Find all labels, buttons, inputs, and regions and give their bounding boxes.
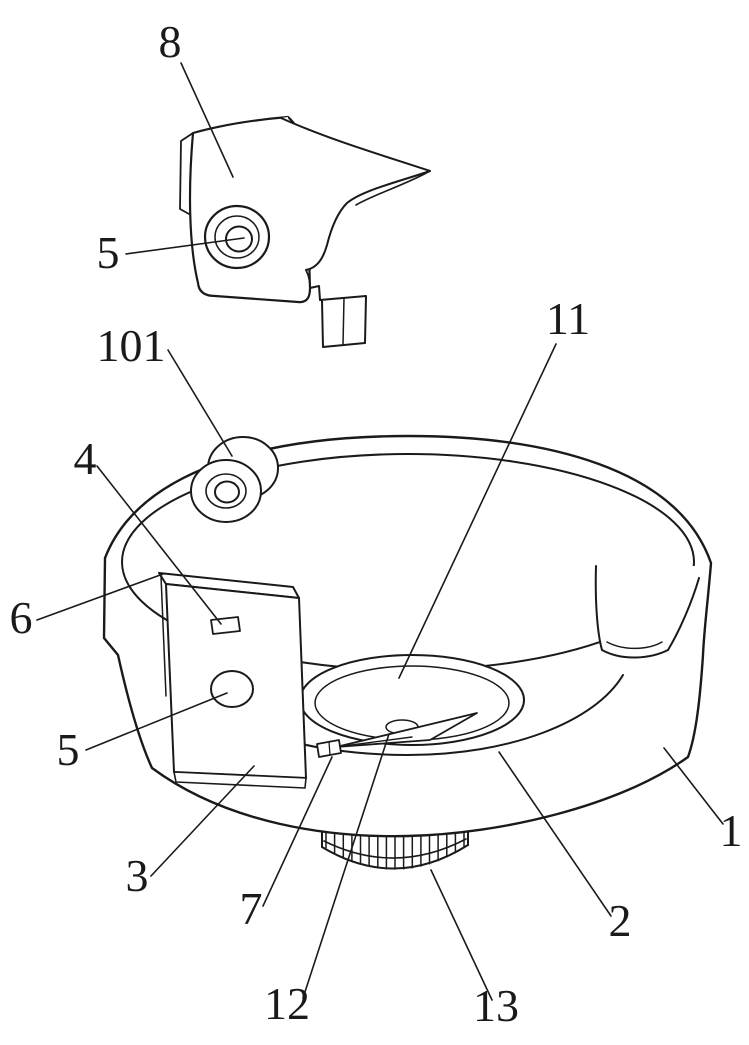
label-5-lower: 5 xyxy=(57,724,80,775)
leader-4 xyxy=(96,465,222,625)
leader-11 xyxy=(398,343,557,679)
blade-fold-line xyxy=(335,736,413,748)
roller-axle-hole xyxy=(214,480,240,504)
part-labels: 8 5 101 4 6 5 3 7 12 13 2 1 11 xyxy=(10,16,743,1031)
mount-tab-tick xyxy=(328,741,331,756)
line-drawing xyxy=(36,62,724,1001)
roller-groove-ring xyxy=(205,473,247,509)
leader-12 xyxy=(302,733,390,999)
leader-6 xyxy=(36,573,164,621)
label-6: 6 xyxy=(10,592,33,643)
rim-notch-left-edge xyxy=(594,565,603,651)
wall-seam-edge xyxy=(160,575,167,697)
bracket-wing-underside xyxy=(355,170,431,206)
leader-101 xyxy=(167,349,233,457)
leader-2 xyxy=(498,751,612,917)
gear-teeth xyxy=(325,829,465,870)
bracket-wing-outline xyxy=(280,117,431,271)
roller-wheel xyxy=(190,436,279,523)
label-7: 7 xyxy=(240,883,263,934)
label-5-upper: 5 xyxy=(97,227,120,278)
rim-notch xyxy=(594,565,700,659)
label-2: 2 xyxy=(609,895,632,946)
label-13: 13 xyxy=(473,980,519,1031)
label-1: 1 xyxy=(720,805,743,856)
leader-8 xyxy=(180,62,234,178)
label-4: 4 xyxy=(74,433,97,484)
blade xyxy=(335,712,478,748)
label-11: 11 xyxy=(546,293,590,344)
bracket-wing-fill xyxy=(281,117,430,270)
leader-7 xyxy=(262,756,333,907)
label-101: 101 xyxy=(97,320,166,371)
round-hole-lower xyxy=(210,670,254,708)
leader-5-upper xyxy=(125,237,245,255)
rim-notch-mask xyxy=(595,566,700,658)
bracket-foot-rib xyxy=(342,297,345,346)
rim-notch-right-edge xyxy=(667,577,700,651)
boss-counterbore-ring xyxy=(214,215,260,259)
partition-wall xyxy=(158,572,307,789)
leader-lines xyxy=(36,62,724,1001)
leader-1 xyxy=(663,747,724,825)
drive-gear xyxy=(321,825,469,870)
bracket-hook-curve xyxy=(305,269,311,289)
leader-13 xyxy=(430,869,493,1001)
label-3: 3 xyxy=(126,850,149,901)
bracket-left-thickness xyxy=(179,132,194,215)
rim-notch-bottom-edge xyxy=(601,649,669,659)
mounting-bracket xyxy=(179,115,431,348)
rect-slot-hole xyxy=(210,616,241,635)
bracket-foot xyxy=(309,285,367,348)
bowl-left-step xyxy=(103,637,119,656)
leader-5-lower xyxy=(85,692,228,751)
leader-3 xyxy=(150,765,255,877)
label-12: 12 xyxy=(264,978,310,1029)
rim-notch-inner-line xyxy=(606,641,663,650)
label-8: 8 xyxy=(159,16,182,67)
